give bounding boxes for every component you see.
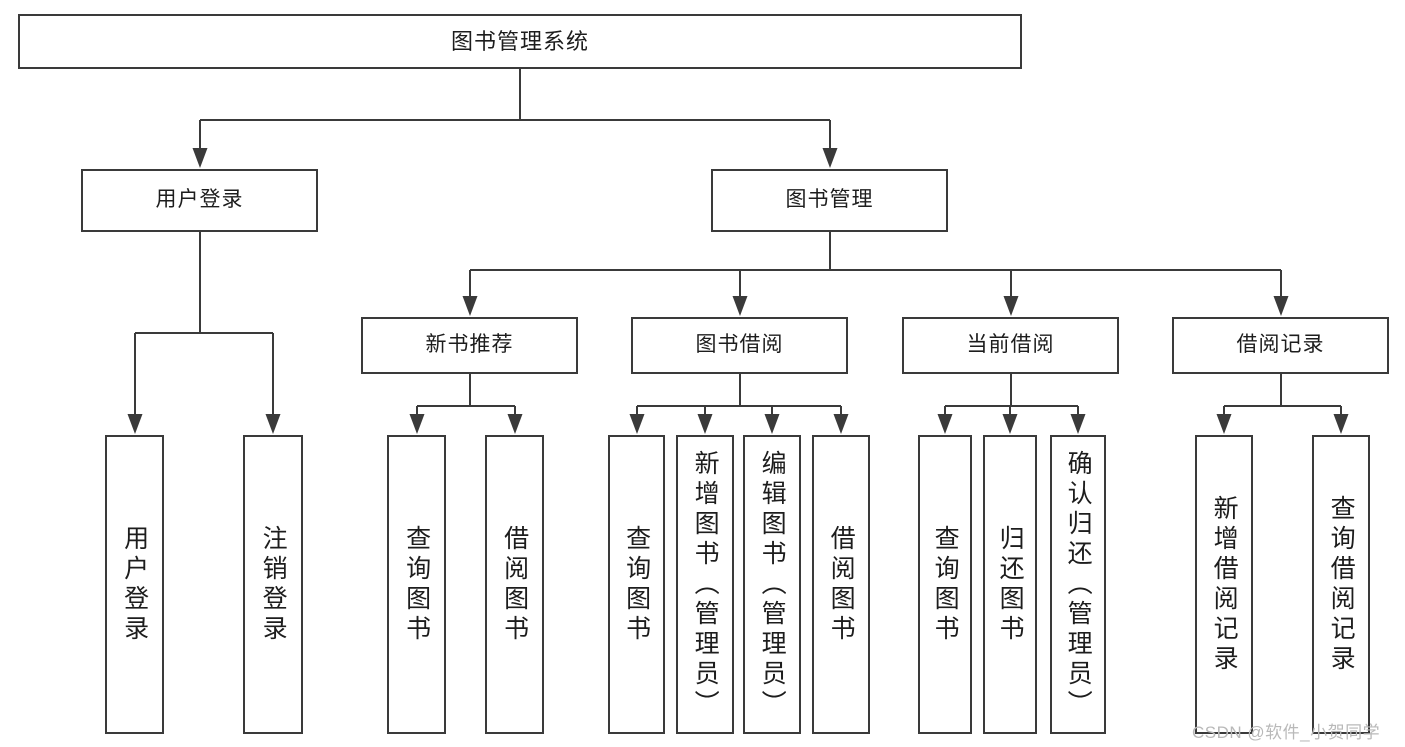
node-new-book-rec[interactable]: 新书推荐 <box>361 317 578 374</box>
node-label: 图书管理系统 <box>450 28 589 54</box>
node-leaf-query-book-1[interactable]: 查询图书 <box>387 435 446 734</box>
node-label: 用户登录 <box>155 188 244 212</box>
node-borrow-record[interactable]: 借阅记录 <box>1172 317 1389 374</box>
node-leaf-logout[interactable]: 注销登录 <box>243 435 303 734</box>
node-label: 新增图书（管理员） <box>691 449 720 720</box>
node-label: 注销登录 <box>259 524 288 645</box>
node-leaf-add-book[interactable]: 新增图书（管理员） <box>676 435 734 734</box>
node-leaf-query-record[interactable]: 查询借阅记录 <box>1312 435 1370 734</box>
node-current-borrow[interactable]: 当前借阅 <box>902 317 1119 374</box>
node-label: 查询图书 <box>402 524 431 645</box>
node-label: 编辑图书（管理员） <box>758 449 787 720</box>
node-label: 确认归还（管理员） <box>1064 449 1093 720</box>
node-leaf-return-book[interactable]: 归还图书 <box>983 435 1037 734</box>
node-label: 新书推荐 <box>425 333 514 357</box>
node-label: 图书管理 <box>785 188 874 212</box>
node-leaf-borrow-book-2[interactable]: 借阅图书 <box>812 435 870 734</box>
node-label: 借阅记录 <box>1236 333 1325 357</box>
node-label: 新增借阅记录 <box>1210 494 1239 675</box>
node-book-manage[interactable]: 图书管理 <box>711 169 948 232</box>
node-label: 用户登录 <box>120 524 149 645</box>
node-label: 借阅图书 <box>827 524 856 645</box>
node-leaf-borrow-book-1[interactable]: 借阅图书 <box>485 435 544 734</box>
node-label: 借阅图书 <box>500 524 529 645</box>
watermark-text: CSDN @软件_小贺同学 <box>1192 723 1381 742</box>
node-leaf-confirm-return[interactable]: 确认归还（管理员） <box>1050 435 1106 734</box>
node-leaf-query-book-2[interactable]: 查询图书 <box>608 435 665 734</box>
node-book-borrow[interactable]: 图书借阅 <box>631 317 848 374</box>
node-leaf-edit-book[interactable]: 编辑图书（管理员） <box>743 435 801 734</box>
node-leaf-query-book-3[interactable]: 查询图书 <box>918 435 972 734</box>
node-label: 当前借阅 <box>966 333 1055 357</box>
node-leaf-add-record[interactable]: 新增借阅记录 <box>1195 435 1253 734</box>
node-user-login[interactable]: 用户登录 <box>81 169 318 232</box>
node-root[interactable]: 图书管理系统 <box>18 14 1022 69</box>
node-leaf-user-login[interactable]: 用户登录 <box>105 435 164 734</box>
node-label: 归还图书 <box>996 524 1025 645</box>
node-label: 查询图书 <box>931 524 960 645</box>
node-label: 查询图书 <box>622 524 651 645</box>
node-label: 图书借阅 <box>695 333 784 357</box>
node-label: 查询借阅记录 <box>1327 494 1356 675</box>
